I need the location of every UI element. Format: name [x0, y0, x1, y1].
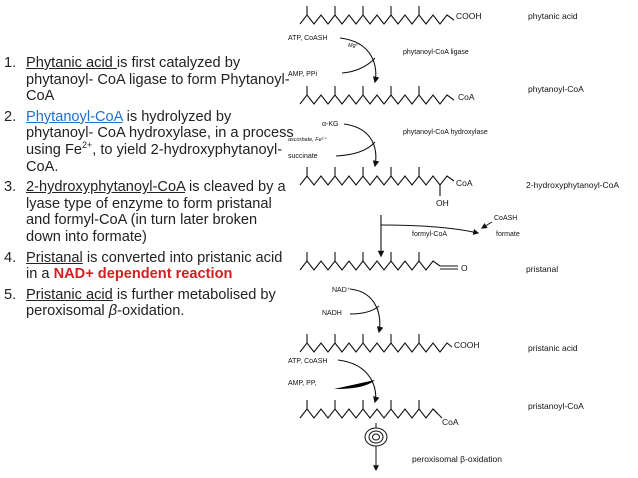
- step-number: 4.: [4, 249, 17, 266]
- step-text: is cleaved by a lyase type of enzyme to …: [26, 179, 286, 245]
- phytanoyl-methyls: [306, 86, 420, 95]
- step-text: is hydrolyzed by phytanoyl- CoA hydroxyl…: [26, 108, 294, 158]
- cooh-group: COOH: [456, 11, 482, 21]
- step-number: 5.: [4, 286, 17, 303]
- hydroxyphytanoyl-methyls: [306, 167, 441, 196]
- curve-step1-out: [341, 57, 376, 74]
- arrow-step1: [339, 37, 380, 84]
- cooh-group: COOH: [454, 340, 480, 350]
- coa-group: CoA: [442, 417, 459, 427]
- arrow-formyl: [480, 221, 493, 229]
- step-4: 4. Pristanal is converted into pristanic …: [4, 250, 294, 283]
- step-text-end: -oxidation.: [117, 303, 185, 320]
- enzyme-hydroxylase: phytanoyl-CoA hydroxylase: [403, 129, 488, 136]
- label-phytanoyl-coa: phytanoyl-CoA: [528, 84, 584, 94]
- cofactor-succinate: succinate: [288, 153, 318, 160]
- phytanic-acid-chain: [299, 14, 455, 25]
- label-pristanoyl-coa: pristanoyl-CoA: [528, 401, 584, 411]
- beta-oxidation-spiral-icon: [364, 423, 388, 472]
- label-beta-oxidation: peroxisomal β-oxidation: [412, 454, 502, 464]
- carbonyl-bond: [440, 265, 458, 270]
- cofactor-amp: AMP, PPi: [288, 71, 317, 78]
- coa-group: CoA: [456, 178, 473, 188]
- arrow-step4: [349, 288, 384, 334]
- pristanic-acid-chain: [299, 342, 453, 353]
- label-pristanal: pristanal: [526, 264, 558, 274]
- step-2: 2. Phytanoyl-CoA is hydrolyzed by phytano…: [4, 109, 294, 175]
- phytanoyl-coa-chain: [299, 94, 455, 105]
- step-3: 3. 2-hydroxyphytanoyl-CoA is cleaved by a…: [4, 179, 294, 245]
- arrow-step5: [337, 359, 380, 404]
- cofactor-coash: CoASH: [494, 215, 517, 222]
- cofactor-amp: AMP, PP,: [288, 380, 317, 387]
- step-number: 3.: [4, 179, 17, 196]
- cofactor-formate: formate: [496, 231, 520, 238]
- step-compound: Phytanic acid: [26, 55, 117, 71]
- branch-step3: [380, 224, 480, 235]
- cofactor-ascorbate: ascorbate, Fe²⁺: [288, 137, 327, 143]
- phytanic-methyls: [306, 6, 420, 15]
- pathway-diagram: COOH phytanic acid ATP, CoASH Mg²⁺ AMP, …: [288, 6, 619, 472]
- hydroxyphytanoyl-coa-chain: [299, 175, 455, 186]
- step-text: is converted into pristanic acid in a: [26, 249, 283, 283]
- steps-list: 1. Phytanic acid is first catalyzed by ph…: [4, 55, 294, 324]
- pristanal-chain: [299, 260, 441, 271]
- cofactor-nad: NAD⁺: [332, 287, 351, 294]
- step-text-end: , to yield 2-hydroxyphytanoyl-CoA.: [26, 141, 283, 175]
- oh-group: OH: [436, 198, 449, 208]
- step-compound: Pristanal: [26, 249, 83, 266]
- step-highlight: NAD+ dependent reaction: [53, 266, 233, 283]
- cofactor-akg: α-KG: [322, 121, 339, 128]
- o-group: O: [461, 263, 468, 273]
- coa-group: CoA: [458, 92, 475, 102]
- step-5: 5. Pristanic acid is further metabolised …: [4, 287, 294, 320]
- step-text: is further metabolised by peroxisomal: [26, 286, 276, 320]
- step-text: is first catalyzed by phytanoyl- CoA lig…: [26, 55, 290, 105]
- cofactor-nadh: NADH: [322, 310, 342, 317]
- step-compound: 2-hydroxyphytanoyl-CoA: [26, 179, 185, 196]
- cofactor-formyl-coa: formyl-CoA: [412, 231, 447, 238]
- pristanic-methyls: [306, 334, 420, 343]
- step-compound-link[interactable]: Phytanoyl-CoA: [26, 108, 123, 125]
- label-phytanic-acid: phytanic acid: [528, 11, 578, 21]
- step-compound: Pristanic acid: [26, 286, 113, 303]
- label-hydroxyphytanoyl-coa: 2-hydroxyphytanoyl-CoA: [526, 180, 619, 190]
- step-number: 2.: [4, 108, 17, 125]
- pristanoyl-methyls: [306, 400, 443, 419]
- cofactor-mg: Mg²⁺: [348, 43, 361, 49]
- curve-step4-out: [349, 305, 380, 315]
- beta-symbol: β: [108, 303, 118, 320]
- arrow-step2: [343, 123, 380, 168]
- curve-step5-out: [334, 380, 375, 389]
- pristanal-methyls: [306, 252, 420, 261]
- cofactor-atp: ATP, CoASH: [288, 358, 327, 365]
- pristanoyl-coa-chain: [299, 408, 439, 419]
- label-pristanic-acid: pristanic acid: [528, 343, 578, 353]
- step-superscript: 2+: [81, 140, 93, 151]
- cofactor-atp: ATP, CoASH: [288, 35, 327, 42]
- enzyme-ligase: phytanoyl-CoA ligase: [403, 49, 469, 56]
- step-number: 1.: [4, 55, 17, 71]
- step-1: 1. Phytanic acid is first catalyzed by ph…: [4, 55, 294, 105]
- curve-step2-out: [335, 141, 376, 157]
